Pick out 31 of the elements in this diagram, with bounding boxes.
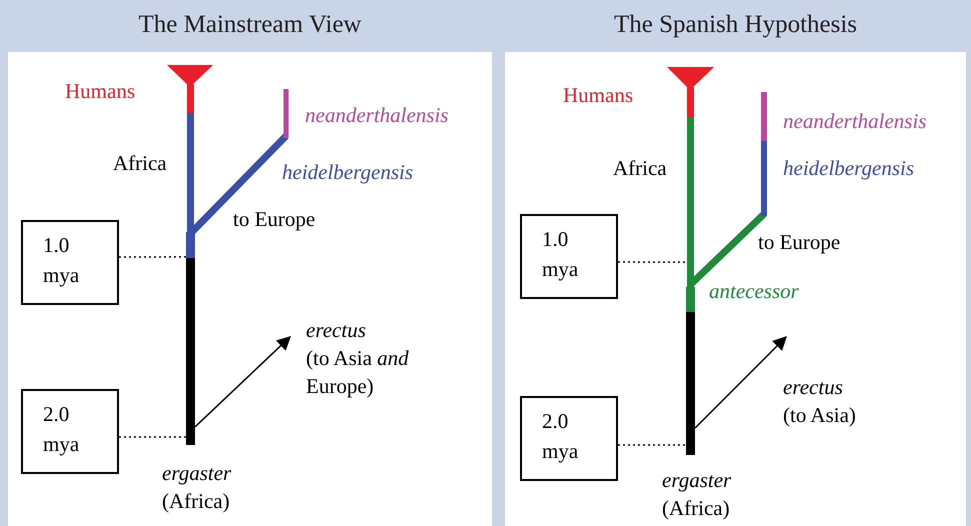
species-name: erectus [306, 317, 366, 344]
species-label: Humans [563, 82, 633, 109]
leader-line [119, 256, 186, 258]
leader-line [119, 436, 186, 438]
arrow [194, 336, 292, 428]
lineage-trunk [186, 84, 195, 445]
range-note: (to Asia) [783, 402, 856, 429]
date-box: 1.0 mya [520, 214, 618, 299]
species-label: antecessor [709, 278, 799, 305]
leader-line [618, 444, 686, 446]
panel-title: The Mainstream View [138, 10, 362, 40]
species-label: neanderthalensis [783, 108, 926, 135]
date-box: 2.0 mya [21, 389, 119, 474]
arrow [694, 336, 787, 429]
migration-label: to Europe [758, 229, 840, 256]
species-label: neanderthalensis [305, 102, 448, 129]
lineage-trunk [686, 87, 695, 455]
migration-label: to Europe [233, 206, 316, 233]
range-note: (to Asia and Europe) [306, 345, 410, 400]
leader-line [618, 261, 686, 263]
species-label: ergaster (Africa) [662, 467, 732, 522]
species-name: erectus [783, 374, 843, 401]
species-label: heidelbergensis [783, 155, 914, 182]
panel-title: The Spanish Hypothesis [612, 10, 858, 40]
species-label: heidelbergensis [282, 159, 414, 186]
date-box: 2.0 mya [520, 396, 618, 481]
species-label: ergaster (Africa) [162, 460, 232, 515]
region-label: Africa [613, 155, 667, 182]
species-label: Humans [65, 78, 135, 105]
date-box: 1.0 mya [21, 220, 119, 305]
region-label: Africa [113, 150, 167, 177]
